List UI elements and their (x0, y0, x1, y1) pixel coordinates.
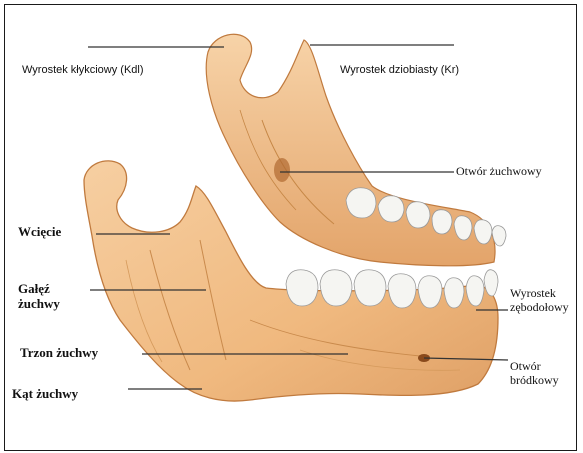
label-angle: Kąt żuchwy (12, 387, 78, 402)
label-coronoid-process: Wyrostek dziobiasty (Kr) (340, 64, 459, 77)
label-body: Trzon żuchwy (20, 346, 98, 361)
label-mental-foramen: Otwór bródkowy (510, 360, 559, 388)
label-alveolar-process: Wyrostek zębodołowy (510, 287, 569, 315)
label-ramus: Gałęź żuchwy (18, 282, 60, 312)
label-ramus-line2: żuchwy (18, 297, 60, 312)
label-ramus-line1: Gałęź (18, 282, 60, 297)
label-alveolar-line1: Wyrostek (510, 287, 569, 301)
label-condylar-process: Wyrostek kłykciowy (Kdl) (22, 64, 144, 77)
label-mental-foramen-line2: bródkowy (510, 374, 559, 388)
label-alveolar-line2: zębodołowy (510, 301, 569, 315)
label-mental-foramen-line1: Otwór (510, 360, 559, 374)
label-mandibular-foramen: Otwór żuchwowy (456, 165, 542, 179)
label-notch: Wcięcie (18, 225, 61, 240)
